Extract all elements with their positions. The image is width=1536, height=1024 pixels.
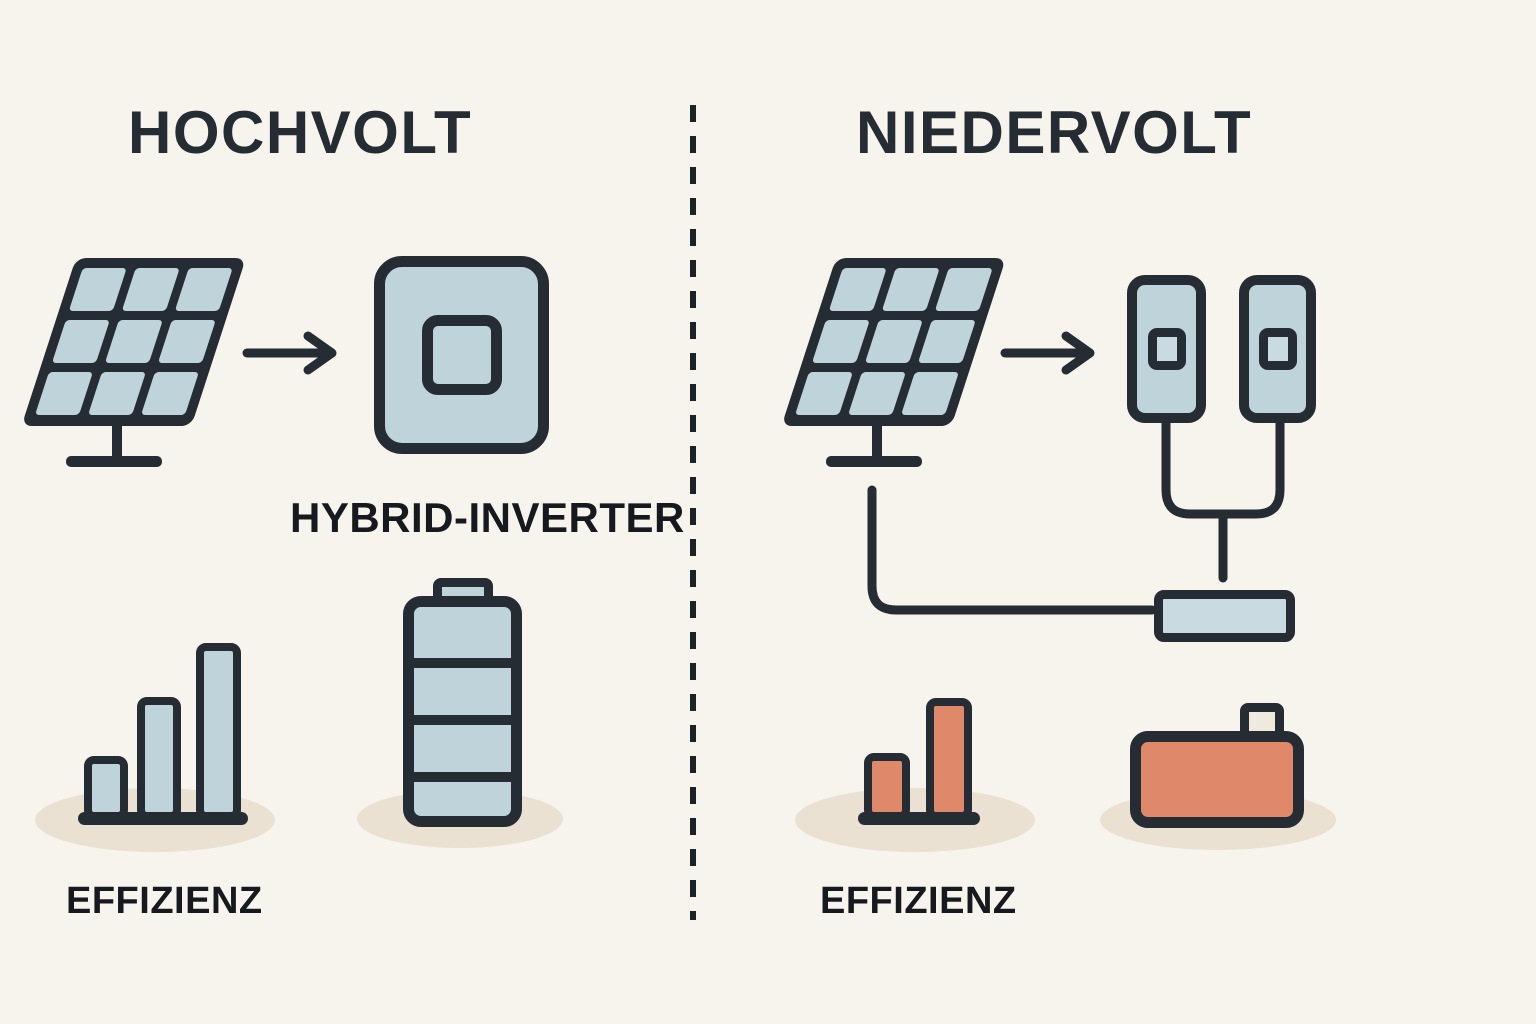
battery-horizontal-icon (1130, 731, 1304, 828)
left-chart-bar-1 (84, 756, 128, 820)
left-arrow-right-icon (242, 331, 337, 375)
right-chart-bar-2 (926, 698, 972, 820)
micro-inverter-display (1147, 328, 1186, 370)
battery-segment-divider (414, 715, 511, 725)
left-efficiency-label: EFFIZIENZ (66, 880, 263, 922)
right-solar-panel-icon (781, 258, 1006, 467)
right-section-title: NIEDERVOLT (856, 99, 1253, 166)
combiner-box-icon (1154, 590, 1295, 642)
battery-vertical-icon (403, 596, 522, 827)
right-arrow-right-icon (1000, 331, 1095, 375)
hybrid-inverter-label: HYBRID-INVERTER (290, 494, 685, 541)
right-chart-bar-1 (864, 753, 910, 820)
left-chart-bar-3 (196, 643, 241, 820)
left-chart-bar-2 (137, 697, 181, 820)
left-solar-panel-icon (21, 258, 247, 467)
panel-to-combiner-wire (867, 485, 1157, 615)
battery-segment-divider (414, 772, 511, 782)
micro-inverter-icon-2 (1239, 275, 1316, 423)
micro-inverter-icon-1 (1127, 275, 1206, 423)
micro-inverter-display (1258, 328, 1297, 370)
battery-segment-divider (414, 658, 511, 668)
left-section-title: HOCHVOLT (128, 99, 473, 166)
hybrid-inverter-display (421, 315, 502, 395)
micro-inverter-join-wire (1161, 416, 1285, 519)
right-efficiency-label: EFFIZIENZ (820, 880, 1017, 922)
hybrid-inverter-icon (374, 256, 549, 454)
